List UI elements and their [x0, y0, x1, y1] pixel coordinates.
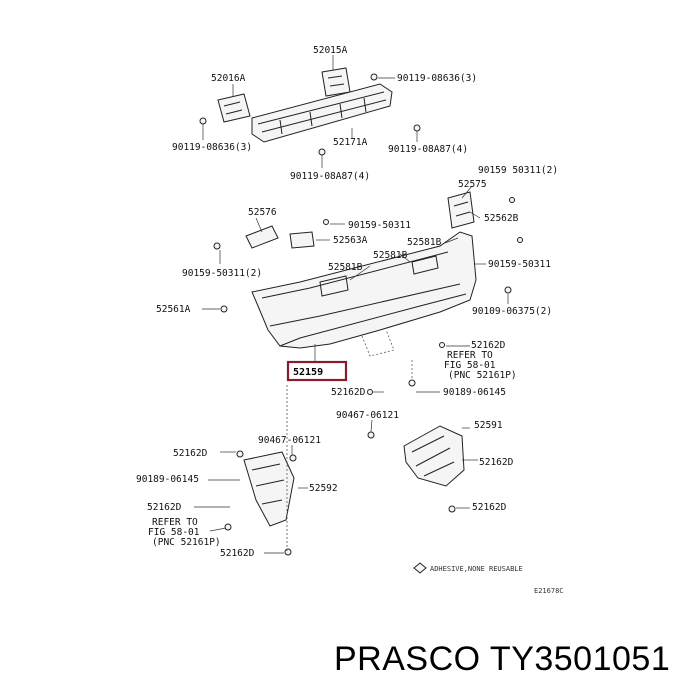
label-52162D-c: 52162D [479, 457, 514, 468]
label-52162D-f: 52162D [472, 502, 507, 513]
label-90119-08A87-a: 90119-08A87(4) [388, 144, 468, 155]
label-90159-50311-b: 90159-50311 [348, 220, 411, 231]
label-90159-50311-c: 90159-50311(2) [182, 268, 262, 279]
label-52015A: 52015A [313, 45, 348, 56]
label-52162D-a: 52162D [471, 340, 506, 351]
label-adhesive-note: ADHESIVE,NONE REUSABLE [430, 565, 523, 573]
label-52561A: 52561A [156, 304, 191, 315]
label-pnc-52161p-1: (PNC 52161P) [448, 370, 517, 381]
bumper-reinforcement [199, 67, 421, 156]
label-90189-06145-b: 90189-06145 [136, 474, 199, 485]
label-52575: 52575 [458, 179, 487, 190]
label-90119-08A87-b: 90119-08A87(4) [290, 171, 370, 182]
label-52162D-g: 52162D [220, 548, 255, 559]
label-90119-08636-b: 90119-08636(3) [172, 142, 252, 153]
label-90159-50311-a: 90159 50311(2) [478, 165, 558, 176]
label-90467-06121-b: 90467-06121 [258, 435, 321, 446]
bumper-retainers [213, 191, 523, 313]
label-52581B-a: 52581B [407, 237, 442, 248]
label-fig-58-01-2: FIG 58-01 [148, 527, 200, 538]
highlight-box-52159 [286, 360, 348, 382]
label-90189-06145-a: 90189-06145 [443, 387, 506, 398]
label-90467-06121-a: 90467-06121 [336, 410, 399, 421]
label-figure-code: E21678C [534, 587, 564, 595]
label-52016A: 52016A [211, 73, 246, 84]
label-52159: 52159 [293, 367, 323, 378]
adhesive-symbol [413, 562, 427, 574]
label-52592: 52592 [309, 483, 338, 494]
label-pnc-52161p-2: (PNC 52161P) [152, 537, 221, 548]
label-90109-06375: 90109-06375(2) [472, 306, 552, 317]
lower-left-bracket [224, 450, 297, 556]
label-52591: 52591 [474, 420, 503, 431]
label-52171A: 52171A [333, 137, 368, 148]
label-52581B-c: 52581B [328, 262, 363, 273]
lower-right-bracket [367, 425, 465, 513]
label-fig-58-01-1: FIG 58-01 [444, 360, 496, 371]
label-52562B: 52562B [484, 213, 519, 224]
label-90119-08636-a: 90119-08636(3) [397, 73, 477, 84]
label-refer-to-1: REFER TO [447, 350, 493, 361]
label-52162D-d: 52162D [173, 448, 208, 459]
label-52581B-b: 52581B [373, 250, 408, 261]
label-52162D-b: 52162D [331, 387, 366, 398]
bumper-cover [251, 231, 477, 357]
brand-part-number: PRASCO TY3501051 [334, 640, 671, 678]
label-52576: 52576 [248, 207, 277, 218]
label-52563A: 52563A [333, 235, 368, 246]
label-52162D-e: 52162D [147, 502, 182, 513]
label-90159-50311-d: 90159-50311 [488, 259, 551, 270]
label-refer-to-2: REFER TO [152, 517, 198, 528]
